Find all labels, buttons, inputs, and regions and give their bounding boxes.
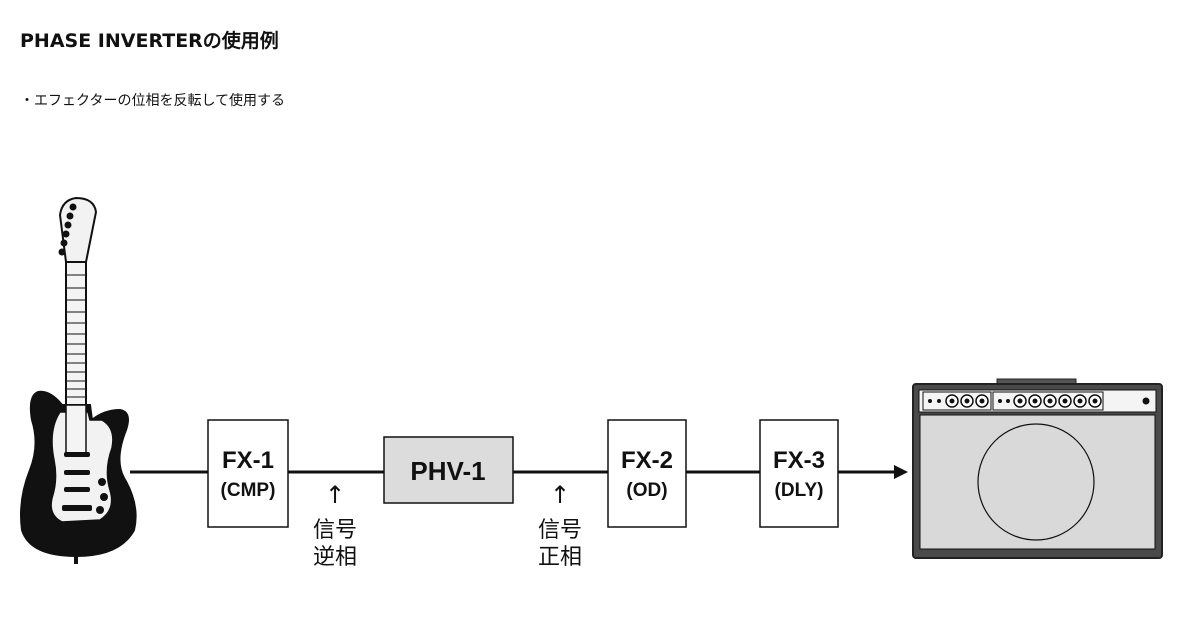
fx1-name: FX-1: [222, 447, 274, 474]
description-bullet: ・エフェクターの位相を反転して使用する: [20, 93, 286, 109]
phase-label-normal: 正相: [538, 545, 582, 570]
fx3-name: FX-3: [773, 447, 825, 474]
guitar-amplifier-icon: [912, 378, 1163, 559]
signal-reverse-annotation: ↑ 信号 逆相: [313, 481, 357, 570]
output-arrowhead-icon: [894, 465, 908, 479]
phase-label-reverse: 逆相: [313, 545, 357, 570]
signal-label: 信号: [538, 518, 582, 543]
phv1-block: PHV-1: [383, 436, 514, 504]
fx3-type: (DLY): [775, 480, 824, 501]
fx2-name: FX-2: [621, 447, 673, 474]
electric-guitar-icon: [20, 196, 137, 564]
up-arrow-icon: ↑: [550, 481, 570, 509]
page-title: PHASE INVERTERの使用例: [20, 30, 279, 52]
phv1-name: PHV-1: [410, 456, 485, 486]
fx1-block: FX-1 (CMP): [207, 419, 289, 528]
fx2-type: (OD): [626, 480, 667, 501]
up-arrow-icon: ↑: [325, 481, 345, 509]
fx3-block: FX-3 (DLY): [759, 419, 839, 528]
signal-normal-annotation: ↑ 信号 正相: [538, 481, 582, 570]
fx1-type: (CMP): [221, 480, 276, 501]
fx2-block: FX-2 (OD): [607, 419, 687, 528]
signal-label: 信号: [313, 518, 357, 543]
